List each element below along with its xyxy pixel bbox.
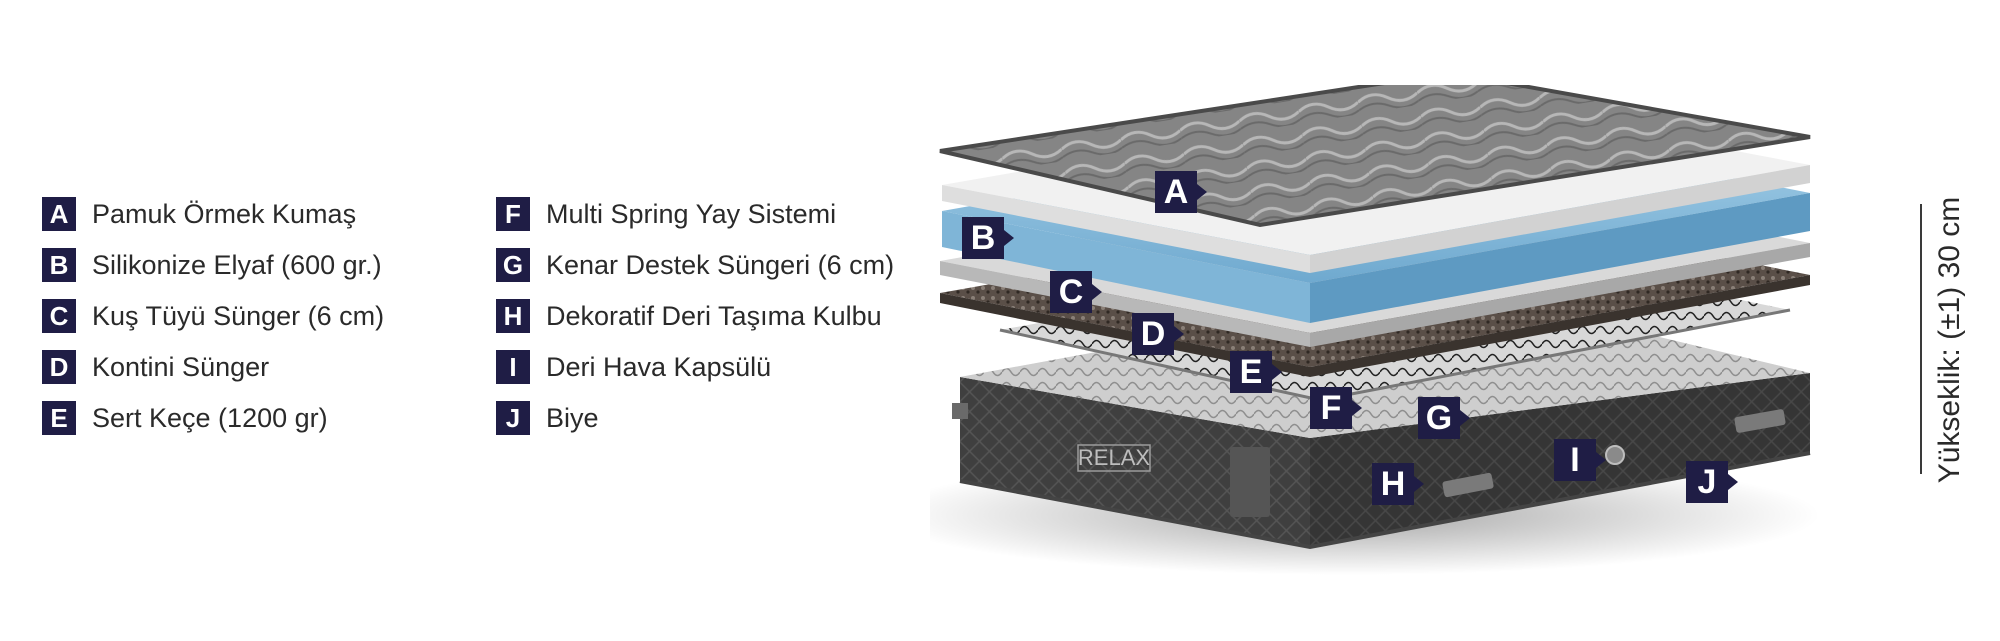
legend-label-f: Multi Spring Yay Sistemi (546, 198, 837, 229)
marker-g: G (1418, 397, 1470, 439)
legend-badge-f: F (496, 197, 530, 231)
legend-label-e: Sert Keçe (1200 gr) (92, 402, 328, 433)
marker-a: A (1155, 171, 1207, 213)
legend-item-c: C Kuş Tüyü Sünger (6 cm) (42, 298, 384, 334)
legend-item-e: E Sert Keçe (1200 gr) (42, 400, 384, 436)
legend-item-f: F Multi Spring Yay Sistemi (496, 196, 894, 232)
carry-handle-right (1734, 409, 1786, 433)
legend-badge-e: E (42, 401, 76, 435)
legend-item-h: H Dekoratif Deri Taşıma Kulbu (496, 298, 894, 334)
legend-label-h: Dekoratif Deri Taşıma Kulbu (546, 300, 882, 331)
legend-label-d: Kontini Sünger (92, 351, 270, 382)
legend-badge-g: G (496, 248, 530, 282)
marker-h: H (1372, 463, 1424, 505)
legend-label-a: Pamuk Örmek Kumaş (92, 198, 357, 229)
legend-badge-i: I (496, 350, 530, 384)
legend-label-c: Kuş Tüyü Sünger (6 cm) (92, 300, 385, 331)
mattress-layers-graphic: RELAX (880, 70, 1820, 575)
legend-badge-c: C (42, 299, 76, 333)
marker-j: J (1686, 461, 1738, 503)
marker-c: C (1050, 271, 1102, 313)
legend-right: F Multi Spring Yay Sistemi G Kenar Deste… (496, 196, 894, 451)
legend-label-g: Kenar Destek Süngeri (6 cm) (546, 249, 895, 280)
marker-e: E (1230, 351, 1282, 393)
carry-handle-left (1442, 472, 1494, 498)
legend-badge-j: J (496, 401, 530, 435)
legend-item-g: G Kenar Destek Süngeri (6 cm) (496, 247, 894, 283)
legend-item-a: A Pamuk Örmek Kumaş (42, 196, 384, 232)
legend-item-d: D Kontini Sünger (42, 349, 384, 385)
legend-item-b: B Silikonize Elyaf (600 gr.) (42, 247, 384, 283)
legend-label-b: Silikonize Elyaf (600 gr.) (92, 249, 382, 280)
marker-b: B (962, 217, 1014, 259)
marker-f: F (1310, 387, 1362, 429)
height-indicator-line (1920, 204, 1922, 474)
legend-label-i: Deri Hava Kapsülü (546, 351, 772, 382)
corner-label (952, 403, 968, 419)
legend-left: A Pamuk Örmek Kumaş B Silikonize Elyaf (… (42, 196, 384, 451)
legend-item-j: J Biye (496, 400, 894, 436)
decorative-panel (1230, 447, 1270, 517)
mattress-illustration: RELAX A B C D E F G H I (880, 70, 1900, 585)
legend-item-i: I Deri Hava Kapsülü (496, 349, 894, 385)
legend-badge-h: H (496, 299, 530, 333)
marker-i: I (1554, 439, 1606, 481)
legend-label-j: Biye (546, 402, 599, 433)
marker-d: D (1132, 313, 1184, 355)
brand-logo: RELAX (1078, 445, 1150, 470)
legend-badge-b: B (42, 248, 76, 282)
legend-badge-d: D (42, 350, 76, 384)
height-label: Yükseklik: (±1) 30 cm (1933, 196, 1966, 484)
legend-badge-a: A (42, 197, 76, 231)
air-capsule (1605, 445, 1625, 465)
